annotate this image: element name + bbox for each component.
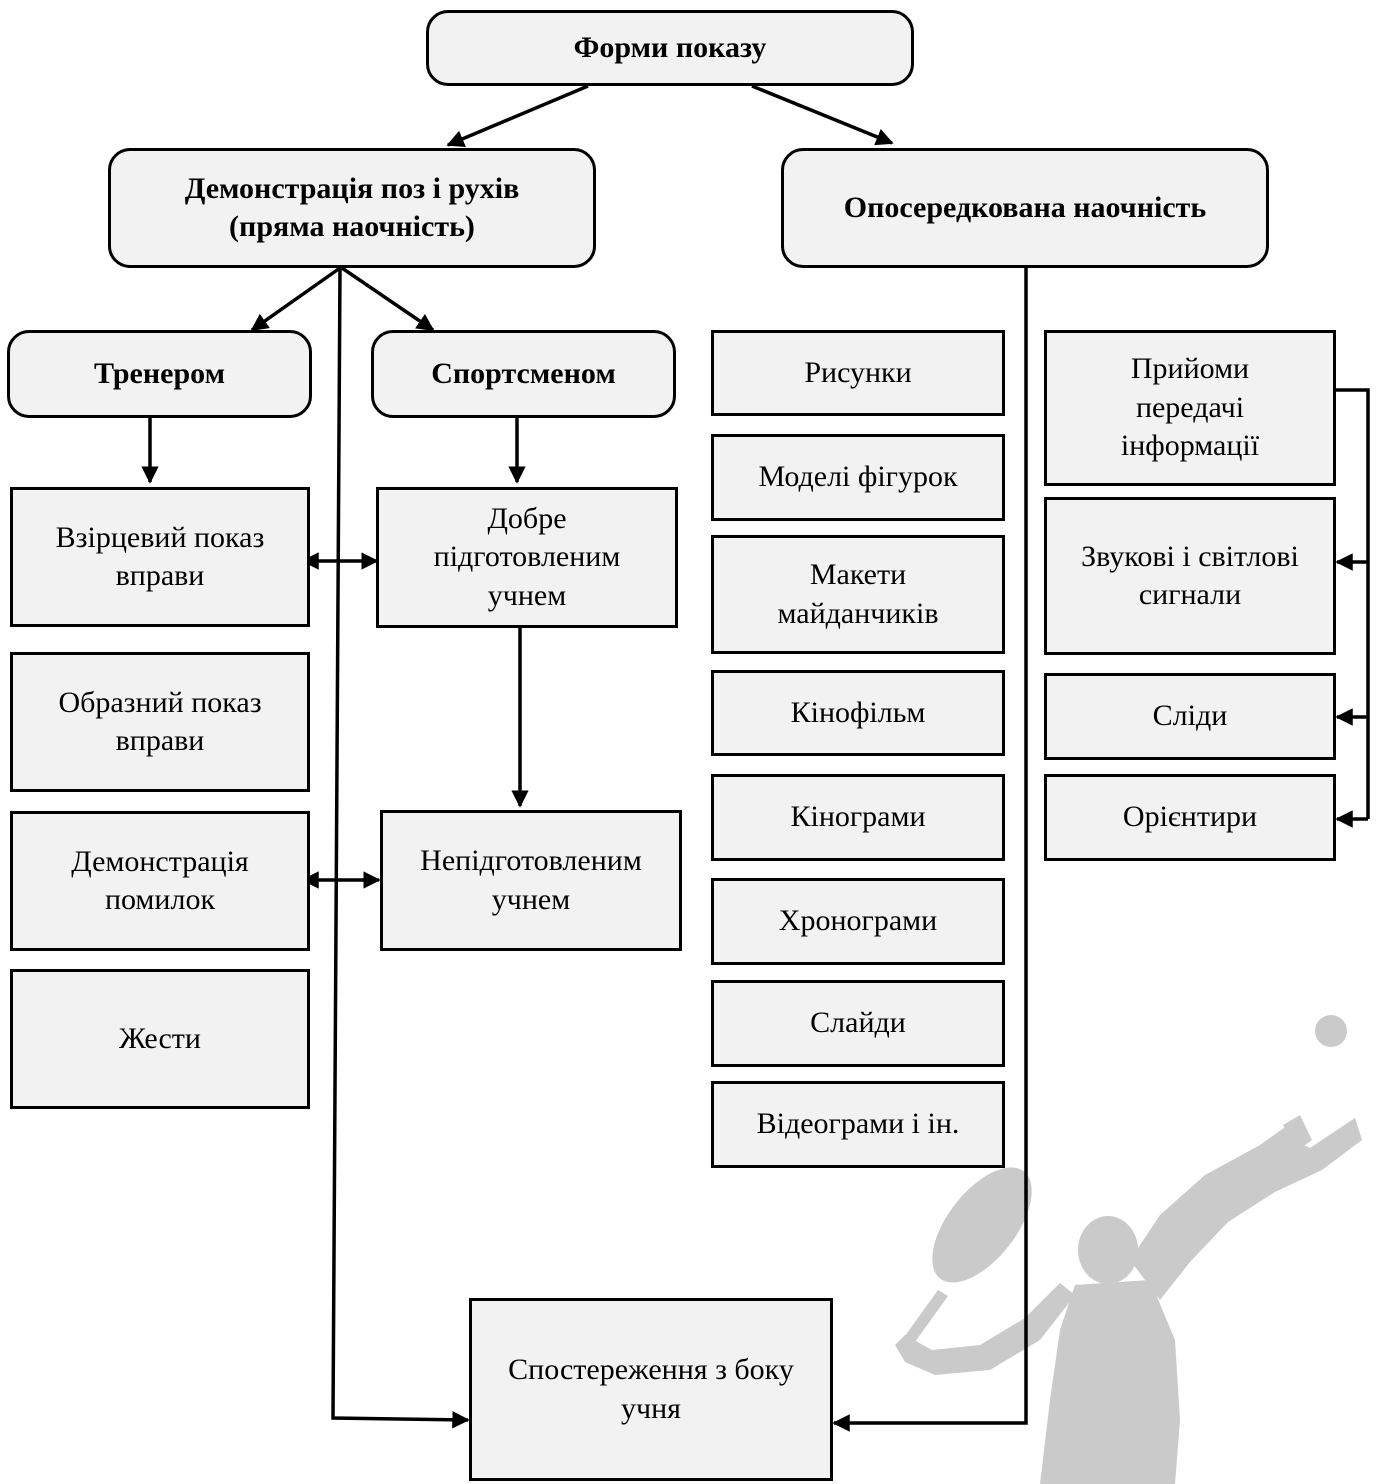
coach-node: Тренером bbox=[7, 330, 312, 418]
root-node: Форми показу bbox=[426, 10, 914, 86]
coach-item: Жести bbox=[10, 969, 310, 1109]
coach-item: Демонстрація помилок bbox=[10, 811, 310, 951]
arrow-root-direct bbox=[446, 84, 589, 147]
media-item: Рисунки bbox=[711, 330, 1005, 416]
direct-visual-node: Демонстрація поз і рухів (пряма наочніст… bbox=[108, 148, 596, 268]
coach-item: Взірцевий показ вправи bbox=[10, 487, 310, 627]
arrow-direct-coach bbox=[250, 266, 342, 332]
coach-item: Образний показ вправи bbox=[10, 652, 310, 792]
info-item: Сліди bbox=[1044, 673, 1336, 760]
media-item: Кінофільм bbox=[711, 670, 1005, 756]
observation-node: Спостереження з боку учня bbox=[469, 1298, 833, 1481]
arrow-mediated-observation bbox=[832, 268, 1028, 1432]
info-item: Звукові і світлові сигнали bbox=[1044, 497, 1336, 655]
media-item: Макети майданчиків bbox=[711, 535, 1005, 654]
athlete-item: Добре підготовленим учнем bbox=[376, 487, 678, 628]
mediated-visual-node: Опосередкована наочність bbox=[781, 148, 1269, 268]
athlete-item: Непідготовленим учнем bbox=[380, 810, 682, 951]
arrow-direct-observation bbox=[331, 267, 470, 1429]
media-item: Кінограми bbox=[711, 774, 1005, 861]
arrow-root-mediated bbox=[751, 84, 894, 146]
media-item: Моделі фігурок bbox=[711, 434, 1005, 521]
arrow-direct-athlete bbox=[341, 266, 435, 332]
info-item: Прийоми передачі інформації bbox=[1044, 330, 1336, 486]
info-item: Орієнтири bbox=[1044, 774, 1336, 861]
media-item: Хронограми bbox=[711, 878, 1005, 965]
media-item: Відеограми і ін. bbox=[711, 1081, 1005, 1168]
media-item: Слайди bbox=[711, 980, 1005, 1067]
info-bracket-line bbox=[1335, 388, 1370, 819]
athlete-node: Спортсменом bbox=[371, 330, 676, 418]
